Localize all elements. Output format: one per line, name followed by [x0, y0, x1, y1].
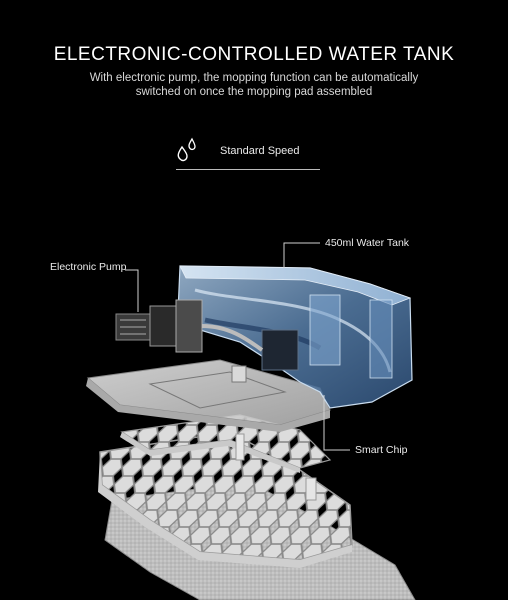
speed-indicator: Standard Speed	[176, 132, 320, 172]
speed-underline	[176, 169, 320, 170]
subtitle-line-1: With electronic pump, the mopping functi…	[89, 72, 419, 84]
water-tank	[177, 265, 413, 409]
callout-water-tank: 450ml Water Tank	[325, 237, 410, 249]
water-drops-icon	[177, 137, 196, 162]
callout-smart-chip: Smart Chip	[355, 444, 408, 456]
subtitle-line-2: switched on once the mopping pad assembl…	[135, 86, 373, 98]
electronic-pump	[115, 299, 264, 353]
callout-lines	[125, 242, 350, 451]
speed-label: Standard Speed	[220, 145, 300, 157]
tank-base-plate	[86, 359, 331, 432]
callout-electronic-pump: Electronic Pump	[50, 261, 127, 273]
page-subtitle: With electronic pump, the mopping functi…	[30, 71, 478, 99]
page-title: ELECTRONIC-CONTROLLED WATER TANK	[53, 44, 455, 65]
